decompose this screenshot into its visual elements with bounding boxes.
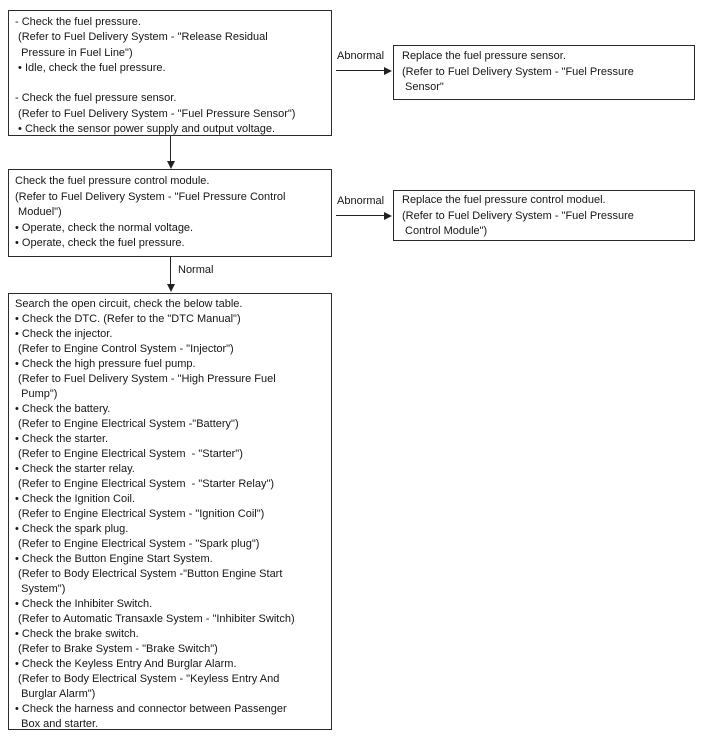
abnormal-arrow-2-shaft <box>336 215 385 216</box>
connector-step2-step3-shaft <box>170 257 171 285</box>
connector-step1-step2-shaft <box>170 136 171 162</box>
arrowhead-down-icon <box>166 161 175 169</box>
arrowhead-right-icon <box>384 66 392 75</box>
step-search-open-circuit-checklist: Search the open circuit, check the below… <box>8 293 332 730</box>
step-check-fuel-pressure-control-module: Check the fuel pressure control module. … <box>8 169 332 257</box>
arrowhead-right-icon <box>384 211 392 220</box>
step-check-fuel-pressure-and-sensor: - Check the fuel pressure. (Refer to Fue… <box>8 10 332 136</box>
abnormal-arrow-1-shaft <box>336 70 385 71</box>
abnormal-label-2: Abnormal <box>337 195 385 207</box>
arrowhead-down-icon <box>166 284 175 292</box>
result-replace-fuel-pressure-sensor: Replace the fuel pressure sensor. (Refer… <box>393 45 695 100</box>
result-replace-fuel-pressure-control-module: Replace the fuel pressure control moduel… <box>393 190 695 241</box>
normal-label: Normal <box>178 264 214 276</box>
abnormal-label-1: Abnormal <box>337 50 385 62</box>
